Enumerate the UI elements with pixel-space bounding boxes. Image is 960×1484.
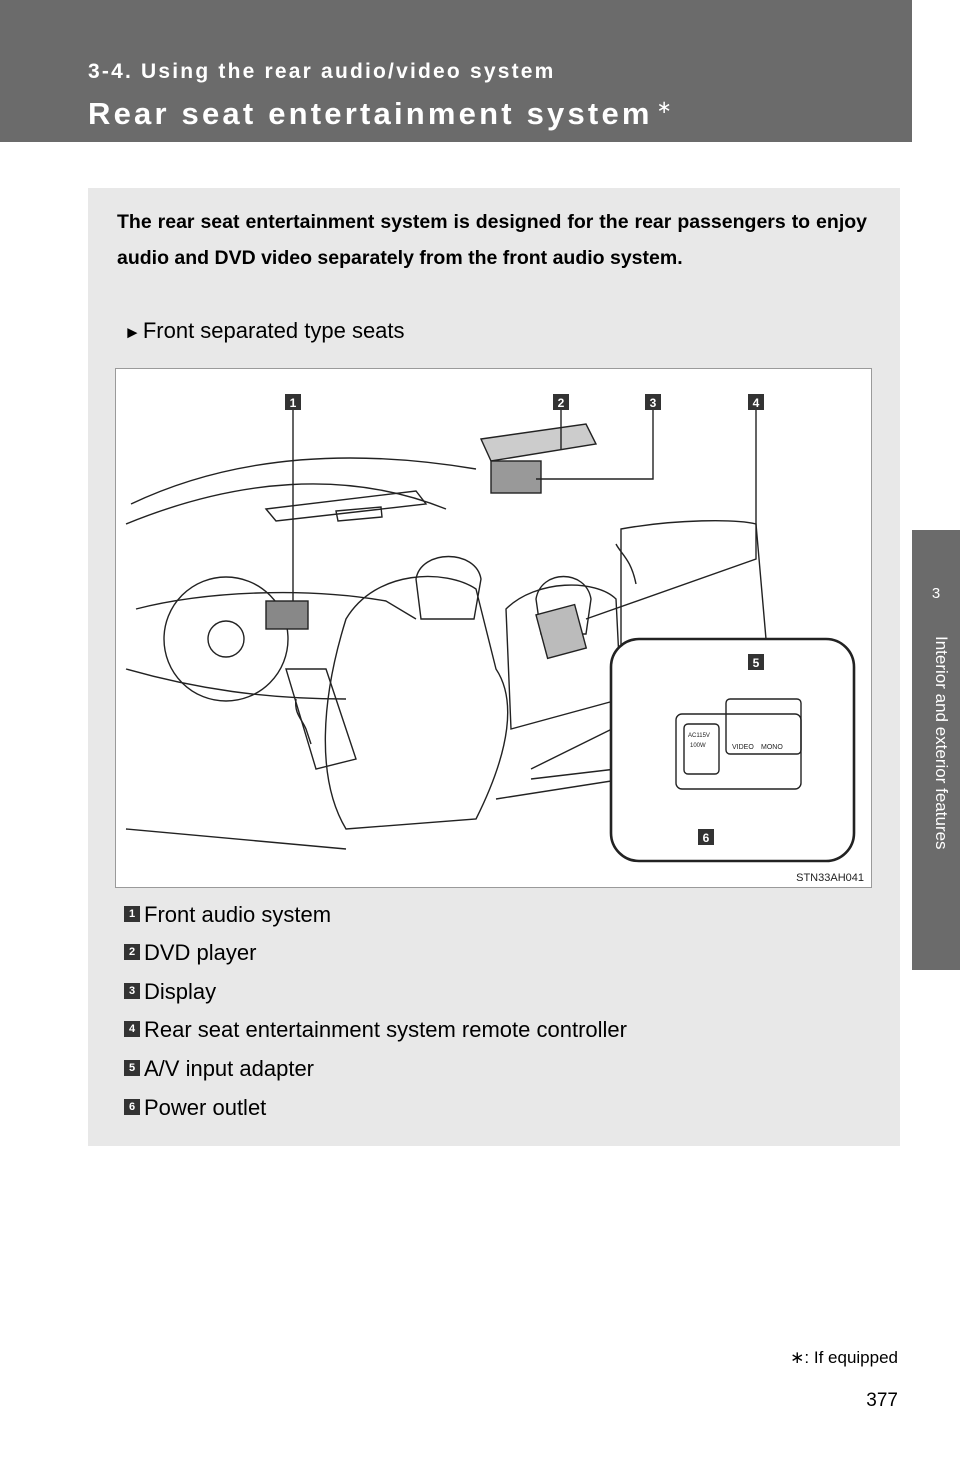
chapter-number: 3 [931,585,941,602]
callout-line-4 [585,409,757,620]
rear-view-mirror [335,506,383,522]
front-seat [324,575,509,830]
page-number: 377 [866,1390,898,1411]
callout-badge-4 [748,394,764,410]
legend-badge-2: 2 [124,944,140,961]
callout-number-6: 6 [703,831,710,845]
dashboard-top [135,591,417,620]
steering-wheel [163,576,289,702]
chapter-title: Interior and exterior features [932,636,951,850]
legend-label-5: A/V input adapter [144,1056,315,1081]
figure-code: STN33AH041 [796,872,864,884]
callout-badges: 1 2 3 4 5 6 [285,394,764,845]
inset-mono-label: MONO [761,744,783,751]
page-title: Rear seat entertainment system∗ [88,96,675,132]
legend-label-4: Rear seat entertainment system remote co… [144,1017,627,1042]
callout-badge-1 [285,394,301,410]
inset-watt-label: 100W [690,743,706,749]
callout-line-3 [536,409,654,480]
rear-headrest [535,575,592,635]
legend-badge-4: 4 [124,1021,140,1038]
section-label: 3-4. Using the rear audio/video system [88,60,556,83]
vehicle-interior-illustration: AC115V 100W VIDEO MONO 1 2 3 4 5 6 STN33… [115,368,872,888]
legend-badge-1: 1 [124,906,140,923]
ceiling-display [490,460,542,494]
chapter-tab [912,530,960,970]
bullet-heading: ►Front separated type seats [124,318,405,344]
inset-power-outlet [683,723,720,775]
bullet-text: Front separated type seats [142,318,405,343]
page-title-text: Rear seat entertainment system [88,96,653,131]
legend-label-3: Display [144,979,217,1004]
callout-number-3: 3 [650,396,657,410]
roof-line [130,457,477,505]
legend-badge-5: 5 [124,1060,140,1077]
center-console [285,668,357,770]
callout-number-2: 2 [558,396,565,410]
legend-badge-3: 3 [124,983,140,1000]
inset-av-jack-panel [725,698,802,755]
callout-badge-6 [698,829,714,845]
illustration-svg: AC115V 100W VIDEO MONO 1 2 3 4 5 6 STN33… [125,394,864,884]
front-headrest [415,555,482,620]
legend-badge-6: 6 [124,1099,140,1116]
inset-video-label: VIDEO [732,744,754,751]
footnote-asterisk: ∗ [790,1348,805,1367]
sunvisor [264,490,428,522]
remote-controller [535,603,588,660]
footnote: ∗: If equipped [790,1348,898,1368]
legend-label-6: Power outlet [144,1095,267,1120]
callout-number-1: 1 [290,396,297,410]
callout-number-5: 5 [753,656,760,670]
callout-number-4: 4 [753,396,760,410]
steering-hub [207,620,245,658]
ceiling-dvd-unit [479,423,598,462]
intro-text: The rear seat entertainment system is de… [117,211,867,269]
footnote-text: : If equipped [804,1348,898,1367]
side-door-panel [620,520,767,670]
gear-shifter [294,698,312,745]
rear-seat [505,584,622,730]
callout-badge-3 [645,394,661,410]
callout-badge-5 [748,654,764,670]
legend-label-2: DVD player [144,940,257,965]
triangle-bullet-icon: ► [124,323,141,342]
windshield-line [125,483,447,525]
inset-ac-label: AC115V [688,733,710,739]
detail-inset [609,637,856,863]
audio-screen [265,600,309,630]
callout-badge-2 [553,394,569,410]
grab-handle [615,543,637,585]
inset-pointer-a [530,726,617,770]
floor-line [125,828,347,850]
legend-label-1: Front audio system [144,902,332,927]
inset-pointer-b [530,768,617,780]
title-asterisk: ∗ [656,96,675,117]
page-header: 3-4. Using the rear audio/video system R… [0,0,912,142]
dashboard-lower [125,668,347,700]
